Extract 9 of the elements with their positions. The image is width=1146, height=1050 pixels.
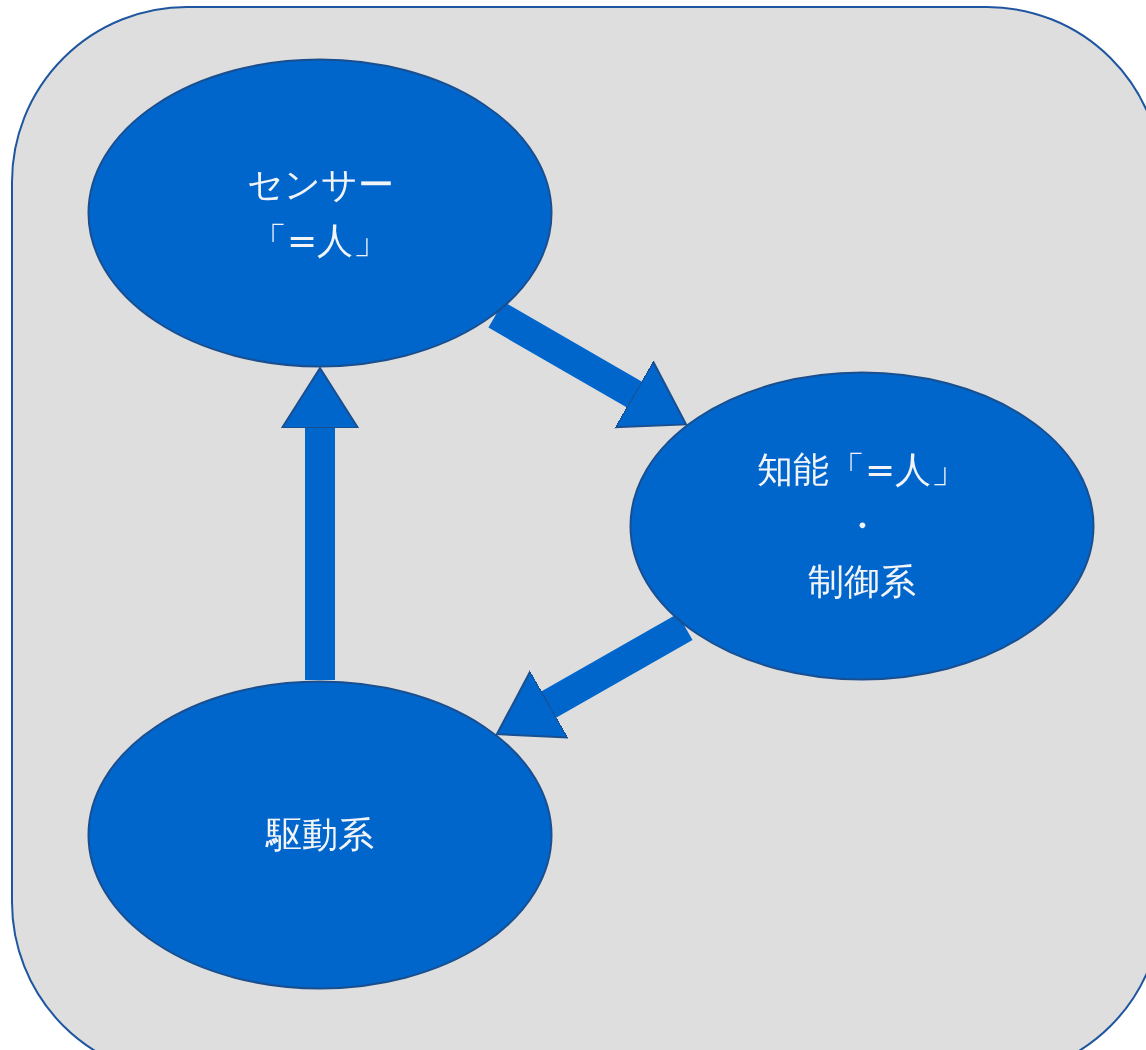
block-arrow — [281, 367, 359, 680]
ellipse-node — [87, 680, 553, 990]
ellipse-node — [87, 58, 553, 368]
node-label: センサー「=人」 — [245, 163, 395, 263]
node-label: 制御系 — [808, 559, 916, 604]
ellipse-node — [629, 371, 1095, 681]
node-label: 駆動系 — [266, 813, 374, 858]
node-label: ・ — [844, 504, 880, 549]
node-label: 知能「=人」 — [756, 448, 968, 493]
